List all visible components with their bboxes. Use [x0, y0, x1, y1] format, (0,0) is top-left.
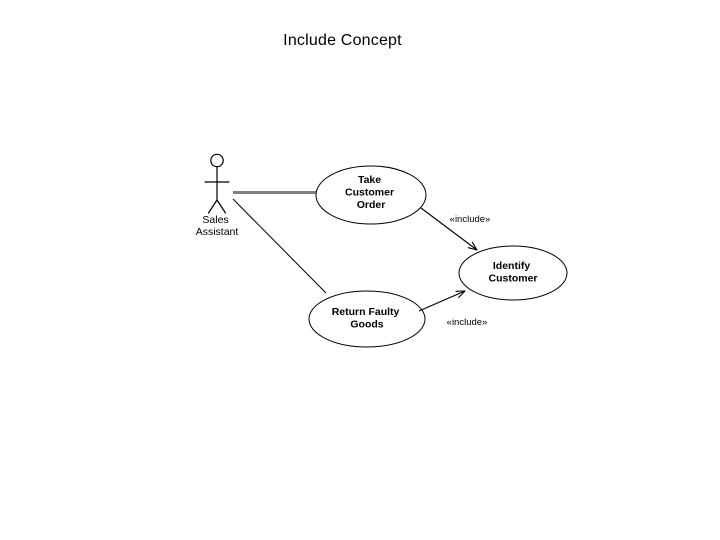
use-case-label-identify-customer: Identify Customer	[488, 260, 537, 285]
association-sales-assistant-return-faulty-goods[interactable]	[232, 198, 327, 294]
include-stereotype-label-1: «include»	[450, 214, 491, 225]
use-case-ellipse-take-customer-order[interactable]	[315, 165, 427, 225]
actor-right-leg-icon	[216, 199, 227, 214]
arrowhead-icon	[455, 290, 466, 299]
include-return-faulty-goods-to-identify-customer[interactable]: «include»	[418, 290, 488, 328]
use-case-label-line-1: Return Faulty	[332, 306, 400, 318]
include-connector-line-2[interactable]	[418, 290, 466, 312]
actor-label-line-2: Assistant	[196, 226, 239, 238]
use-case-identify-customer[interactable]: Identify Customer	[458, 245, 568, 301]
use-case-take-customer-order[interactable]: Take Customer Order	[315, 165, 427, 225]
use-case-label-line-2: Goods	[350, 319, 383, 331]
actor-label-line-1: Sales	[202, 214, 228, 226]
use-case-label-return-faulty-goods: Return Faulty Goods	[332, 306, 403, 331]
arrowhead-icon	[467, 241, 478, 251]
include-stereotype-label-2: «include»	[447, 317, 488, 328]
actor-label-sales-assistant: Sales Assistant	[196, 214, 239, 238]
use-case-ellipse-identify-customer[interactable]	[458, 245, 568, 301]
actor-head-icon	[210, 153, 224, 168]
actor-sales-assistant[interactable]: Sales Assistant	[196, 153, 239, 238]
include-take-customer-order-to-identify-customer[interactable]: «include»	[420, 207, 491, 251]
use-case-label-line-1: Take	[358, 174, 381, 186]
include-connector-line-1[interactable]	[420, 207, 478, 251]
page-title: Include Concept	[283, 32, 402, 49]
use-case-label-line-2: Customer	[488, 273, 537, 285]
actor-left-leg-icon	[207, 199, 218, 214]
use-case-return-faulty-goods[interactable]: Return Faulty Goods	[308, 290, 426, 348]
use-case-label-take-customer-order: Take Customer Order	[345, 174, 397, 211]
use-case-label-line-3: Order	[357, 199, 386, 211]
use-case-ellipse-return-faulty-goods[interactable]	[308, 290, 426, 348]
use-case-label-line-1: Identify	[493, 260, 530, 272]
use-case-label-line-2: Customer	[345, 187, 394, 199]
